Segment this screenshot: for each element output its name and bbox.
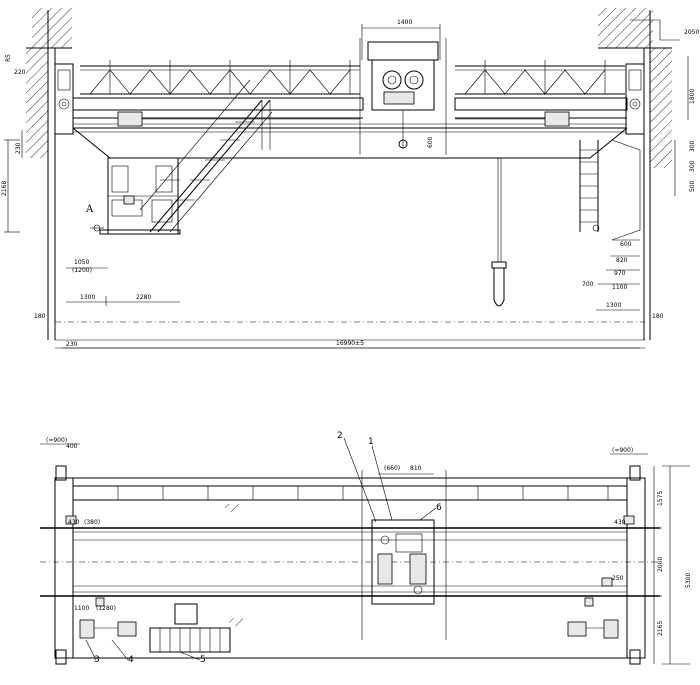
cab-offset-b: (1200) bbox=[72, 267, 92, 274]
plan-wheels bbox=[55, 465, 641, 665]
plan-inner-right: 430 bbox=[614, 519, 626, 526]
plan-right-v-d: 2165 bbox=[657, 621, 664, 636]
right-v4-dim: 1800 bbox=[689, 89, 696, 104]
plan-bottom-right: 250 bbox=[612, 575, 624, 582]
plan-operator-cab bbox=[149, 603, 231, 653]
trolley: 1400 bbox=[359, 19, 447, 155]
operator-cab bbox=[99, 157, 181, 235]
right-d-dim: 1100 bbox=[612, 284, 627, 291]
right-b-dim: 820 bbox=[616, 257, 628, 264]
left-end-carriage bbox=[54, 63, 74, 135]
right-v1-dim: 300 bbox=[689, 140, 696, 152]
plan-top-left-dimensions: (≈900) 400 bbox=[40, 437, 80, 450]
plan-right-top-a: (≈900) bbox=[612, 447, 633, 454]
section-marker-a: A bbox=[85, 204, 600, 232]
hoist-hook bbox=[491, 158, 507, 307]
right-v2-dim: 300 bbox=[689, 160, 696, 172]
plan-inner-left-a: 430 bbox=[68, 519, 80, 526]
hook-offset-dim: 600 bbox=[427, 136, 434, 148]
cab-offset-a: 1050 bbox=[74, 259, 89, 266]
trolley-width-dim: 1400 bbox=[397, 19, 412, 26]
plan-right-v-c: 2000 bbox=[657, 557, 664, 572]
cab-height-dim: 2168 bbox=[1, 181, 8, 196]
right-e-dim: 700 bbox=[582, 281, 594, 288]
right-end-carriage bbox=[625, 63, 645, 135]
plan-bottom-left-b: (1280) bbox=[96, 605, 116, 612]
right-c-dim: 970 bbox=[614, 270, 626, 277]
right-walkway-railing bbox=[455, 60, 625, 95]
callout-5: 5 bbox=[200, 655, 206, 665]
angle-note: 220 bbox=[14, 69, 26, 76]
plan-trolley-gauge-b: 810 bbox=[410, 465, 422, 472]
span-dim: 16990±5 bbox=[336, 340, 364, 347]
right-building-wall bbox=[598, 8, 680, 340]
plan-trolley-dimensions: (660) 810 bbox=[378, 465, 434, 475]
plan-callouts: 1 2 3 4 5 6 bbox=[85, 431, 442, 665]
callout-4: 4 bbox=[128, 655, 134, 665]
callout-2: 2 bbox=[337, 431, 343, 441]
elevation-right-dimensions: 600 2050 1800 300 300 500 600 820 970 11… bbox=[427, 29, 699, 320]
plan-top-right-dimensions: (≈900) bbox=[610, 447, 648, 455]
span-dimension: 16990±5 bbox=[62, 340, 640, 349]
plan-trolley-gauge-a: (660) bbox=[384, 465, 400, 472]
plan-right-dimensions: 5300 1575 2000 2165 bbox=[650, 465, 692, 665]
elevation-left-dimensions: 2168 230 R5 220 180 230 bbox=[1, 54, 78, 348]
plan-left-top-b: 400 bbox=[66, 443, 78, 450]
right-v3-dim: 500 bbox=[689, 180, 696, 192]
angle-dim: R5 bbox=[5, 54, 12, 62]
left-walkway-railing bbox=[80, 60, 360, 95]
left-building-wall bbox=[26, 8, 72, 340]
plan-trolley bbox=[361, 470, 447, 640]
plan-inner-left-b: (380) bbox=[84, 519, 100, 526]
right-f-dim: 1300 bbox=[606, 302, 621, 309]
edge-right-dim: 180 bbox=[652, 313, 664, 320]
right-a-dim: 600 bbox=[620, 241, 632, 248]
plan-girders bbox=[40, 527, 660, 597]
plan-view: (≈900) 400 (≈900) (660) 810 430 (380) 43… bbox=[40, 431, 692, 665]
edge-left-dim: 180 bbox=[34, 313, 46, 320]
rail-height-dim: 230 bbox=[15, 142, 22, 154]
main-girder bbox=[72, 97, 628, 159]
elevation-view: 1400 bbox=[1, 8, 699, 349]
plan-outline bbox=[54, 477, 646, 659]
callout-3: 3 bbox=[94, 655, 100, 665]
callout-6: 6 bbox=[436, 503, 442, 513]
plan-right-end-carriage bbox=[626, 477, 646, 659]
cab-width-dim: 2280 bbox=[136, 294, 151, 301]
plan-left-end-carriage bbox=[54, 477, 74, 659]
plan-right-v-b: 1575 bbox=[657, 491, 664, 506]
plan-inner-dimensions: 430 (380) 430 1100 (1280) 250 bbox=[68, 519, 626, 612]
plan-right-v-a: 5300 bbox=[685, 573, 692, 588]
right-top-dim: 2050 bbox=[684, 29, 699, 36]
section-label: A bbox=[85, 204, 94, 215]
cab-left-dim: 1300 bbox=[80, 294, 95, 301]
plan-bottom-left-a: 1100 bbox=[74, 605, 89, 612]
callout-1: 1 bbox=[368, 437, 374, 447]
plan-drive-units bbox=[65, 515, 635, 639]
left-clear-dim: 230 bbox=[66, 341, 78, 348]
right-access-ladder bbox=[579, 139, 641, 241]
plan-walkway bbox=[73, 485, 627, 501]
elevation-cab-dimensions: 1050 (1200) 1300 2280 bbox=[66, 259, 180, 306]
plan-left-top-a: (≈900) bbox=[46, 437, 67, 444]
plan-hatch-marks bbox=[225, 504, 243, 626]
access-stairway bbox=[139, 79, 273, 233]
